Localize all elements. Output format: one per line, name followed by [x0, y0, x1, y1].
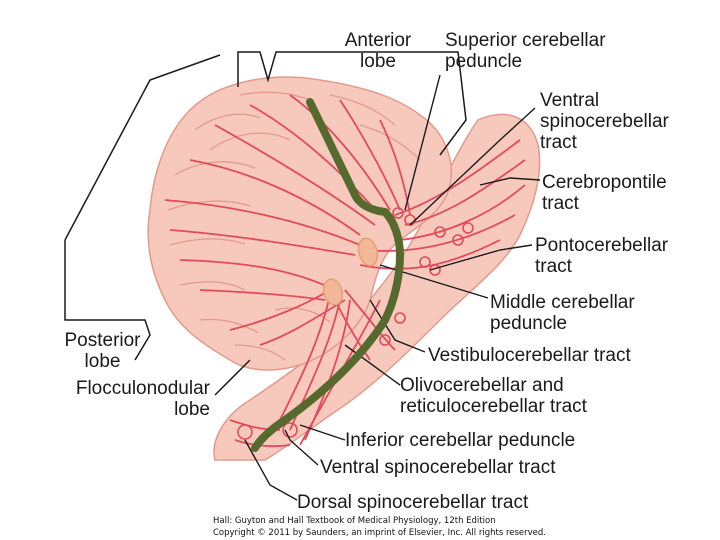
fiber-circles	[237, 207, 474, 440]
ventral-top-line3: tract	[540, 132, 577, 153]
flocculonodular-line2: lobe	[174, 399, 210, 420]
superior-cerebellar-peduncle-label: Superior cerebellar peduncle	[445, 30, 606, 72]
ventral-spinocerebellar-tract-label-top: Ventral spinocerebellar tract	[540, 90, 669, 153]
flocculonodular-lobe-label: Flocculonodular lobe	[40, 378, 210, 420]
middle-peduncle-line2: peduncle	[490, 313, 568, 334]
cerebropontile-line1: Cerebropontile	[542, 172, 667, 193]
peduncle-ovals	[322, 237, 379, 306]
posterior-lobe-line1: Posterior	[64, 330, 141, 351]
cerebropontile-tract-label: Cerebropontile tract	[542, 172, 667, 214]
anterior-lobe-line1: Anterior	[344, 30, 412, 51]
superior-peduncle-line2: peduncle	[445, 51, 523, 72]
pontocerebellar-tract-label: Pontocerebellar tract	[535, 235, 668, 277]
folia-lines	[167, 91, 421, 361]
anterior-lobe-line2: lobe	[360, 51, 396, 72]
posterior-lobe-line2: lobe	[84, 351, 121, 372]
anterior-lobe-label: Anterior lobe	[332, 30, 424, 72]
highlight-pathway	[251, 98, 404, 452]
ventral-top-line1: Ventral	[540, 90, 600, 111]
ventral-spinocerebellar-tract-label-bottom: Ventral spinocerebellar tract	[320, 457, 556, 478]
posterior-lobe-label: Posterior lobe	[55, 330, 150, 372]
dorsal-spinocerebellar-tract-label: Dorsal spinocerebellar tract	[297, 492, 529, 513]
lobe-brackets	[64, 51, 467, 396]
middle-cerebellar-peduncle-label: Middle cerebellar peduncle	[490, 292, 635, 334]
credit-line-1: Hall: Guyton and Hall Textbook of Medica…	[213, 516, 496, 526]
brainstem-shape	[213, 113, 541, 461]
olivocerebellar-line2: reticulocerebellar tract	[400, 396, 587, 417]
olivocerebellar-line1: Olivocerebellar and	[400, 375, 564, 396]
pontocerebellar-line1: Pontocerebellar	[535, 235, 669, 256]
olivocerebellar-tract-label: Olivocerebellar and reticulocerebellar t…	[400, 375, 587, 417]
vestibulocerebellar-tract-label: Vestibulocerebellar tract	[428, 345, 631, 366]
inferior-cerebellar-peduncle-label: Inferior cerebellar peduncle	[345, 430, 576, 451]
cerebropontile-line2: tract	[542, 193, 579, 214]
flocculonodular-line1: Flocculonodular	[75, 378, 210, 399]
superior-peduncle-line1: Superior cerebellar	[445, 30, 606, 51]
leader-lines	[244, 74, 541, 501]
ventral-top-line2: spinocerebellar	[540, 111, 669, 132]
middle-peduncle-line1: Middle cerebellar	[490, 292, 635, 313]
credit-line-2: Copyright © 2011 by Saunders, an imprint…	[213, 528, 547, 538]
tract-fibers	[164, 94, 526, 448]
pontocerebellar-line2: tract	[535, 256, 572, 277]
